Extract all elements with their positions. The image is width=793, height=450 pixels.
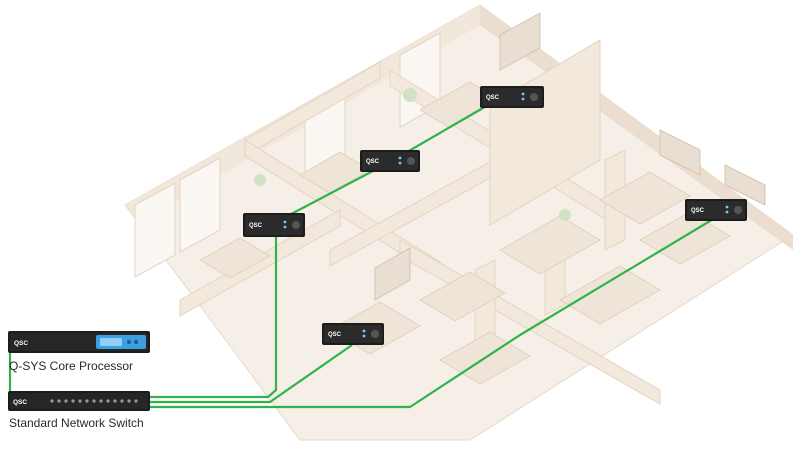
cable-to-endpoint-4 <box>150 344 353 404</box>
network-switch: QSC <box>8 391 150 411</box>
brand-logo: QSC <box>13 399 27 406</box>
brand-logo: QSC <box>366 159 380 165</box>
endpoint-small-office: QSC <box>322 323 384 345</box>
brand-logo: QSC <box>249 223 263 229</box>
plants <box>254 88 571 221</box>
core-processor-label: Q-SYS Core Processor <box>9 359 134 373</box>
cable-to-endpoint-5 <box>150 217 716 409</box>
brand-logo: QSC <box>691 208 705 214</box>
network-switch-label: Standard Network Switch <box>9 416 144 430</box>
wall-screens <box>374 12 766 301</box>
windows <box>134 32 441 278</box>
cable-to-endpoint-1 <box>150 232 278 399</box>
endpoint-open-office: QSC <box>685 199 747 221</box>
endpoint-conference-room: QSC <box>480 86 544 108</box>
brand-logo: QSC <box>328 332 342 338</box>
brand-logo: QSC <box>486 95 500 101</box>
endpoint-meeting-room: QSC <box>360 150 420 172</box>
partitions <box>179 39 661 405</box>
brand-logo: QSC <box>14 340 28 347</box>
core-processor: QSC <box>8 331 150 353</box>
switch-ports <box>50 399 138 403</box>
endpoint-huddle-room: QSC <box>243 213 305 237</box>
